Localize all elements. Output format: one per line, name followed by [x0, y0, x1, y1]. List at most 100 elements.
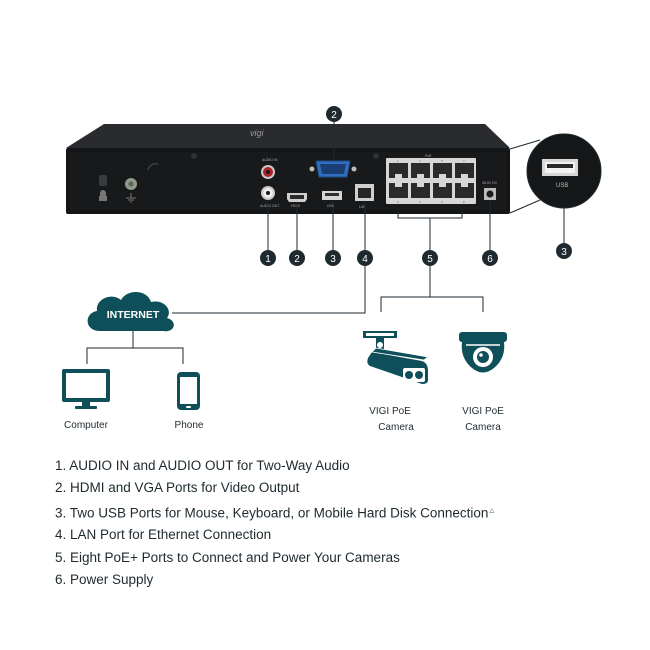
phone-label: Phone — [175, 420, 204, 431]
feature-text: 4. LAN Port for Ethernet Connection — [55, 527, 272, 543]
poe-port-8 — [455, 183, 474, 198]
camera-lens-icon — [405, 371, 413, 379]
hdmi-port-slot — [290, 195, 304, 199]
poe-port-number: 3 — [419, 159, 421, 163]
poe-port-number: 2 — [397, 200, 399, 204]
poe-port-frame — [386, 158, 476, 204]
callout-badge-4 — [357, 250, 373, 266]
poe-port-1 — [389, 163, 408, 178]
vga-screw-left — [309, 166, 315, 172]
callout-badge-2-top — [326, 106, 342, 122]
audio-in-port-hole — [266, 170, 270, 174]
device-brand-logo: vigi — [250, 128, 265, 138]
callout-badge-2 — [289, 250, 305, 266]
poe-port-7 — [455, 163, 474, 178]
callout-badges: 2 1 2 3 4 5 6 3 — [260, 106, 572, 266]
callout-badge-3-zoom — [556, 243, 572, 259]
usb-label: USB — [327, 204, 335, 208]
computer-label: Computer — [64, 420, 109, 431]
nvr-device: vigi AUDIO IN AUDIO OUT HDMI — [66, 124, 510, 214]
callout-badge-6 — [482, 250, 498, 266]
callout-lines — [86, 122, 491, 364]
feature-item: 3. Two USB Ports for Mouse, Keyboard, or… — [55, 500, 494, 525]
feature-item: 1. AUDIO IN and AUDIO OUT for Two-Way Au… — [55, 455, 494, 477]
callout-number: 5 — [427, 254, 433, 265]
screw-icon — [373, 153, 379, 159]
usb-port-tongue — [325, 193, 339, 196]
phone-home-button — [186, 406, 191, 408]
callout-badge-3 — [325, 250, 341, 266]
camera-lens-icon — [477, 351, 489, 363]
poe-port-number: 5 — [441, 159, 443, 163]
poe-port-number: 6 — [441, 200, 443, 204]
camera-lens-highlight — [479, 353, 483, 357]
zoom-leader-bottom — [509, 199, 541, 214]
zoom-usb-label: USB — [556, 183, 568, 189]
callout-number: 2 — [331, 110, 337, 121]
device-top-surface — [66, 124, 510, 148]
hdmi-label: HDMI — [291, 204, 300, 208]
callout-number: 6 — [487, 254, 493, 265]
camera1-label-line2: Camera — [378, 422, 414, 433]
camera2-label-line1: VIGI PoE — [462, 406, 504, 417]
feature-text: 5. Eight PoE+ Ports to Connect and Power… — [55, 549, 400, 565]
zoom-usb-tongue — [547, 164, 573, 168]
callout-number: 4 — [362, 254, 368, 265]
poe-label: PoE — [425, 154, 432, 158]
callout-number: 3 — [561, 247, 567, 258]
ground-screw-center — [128, 181, 134, 187]
feature-text: 3. Two USB Ports for Mouse, Keyboard, or… — [55, 505, 489, 521]
internet-label: INTERNET — [107, 309, 160, 321]
camera-mount-joint — [377, 342, 383, 348]
power-label: 48.0V DC — [482, 181, 498, 185]
feature-text: 6. Power Supply — [55, 571, 154, 587]
zoom-leader-top — [509, 139, 541, 150]
callout-number: 2 — [294, 254, 300, 265]
feature-item: 5. Eight PoE+ Ports to Connect and Power… — [55, 547, 494, 569]
poe-port-3 — [411, 163, 430, 178]
callout-badge-1 — [260, 250, 276, 266]
cloud-icon — [87, 291, 174, 332]
bullet-camera: VIGI PoE Camera — [363, 331, 429, 433]
audio-in-label: AUDIO IN — [262, 158, 278, 162]
feature-item: 6. Power Supply — [55, 569, 494, 591]
computer: Computer — [62, 369, 110, 431]
camera-lens-icon — [415, 371, 423, 379]
vga-port-inner — [320, 164, 346, 174]
monitor-stand — [82, 402, 90, 406]
bullet-camera-hood — [371, 347, 429, 361]
monitor-base — [75, 406, 97, 409]
poe-port-5 — [433, 163, 452, 178]
phone-screen — [180, 377, 197, 404]
callout-badge-5 — [422, 250, 438, 266]
poe-port-number: 8 — [463, 200, 465, 204]
poe-port-block: PoE 1 3 5 7 2 4 6 8 — [386, 154, 476, 204]
feature-list: 1. AUDIO IN and AUDIO OUT for Two-Way Au… — [55, 455, 494, 591]
callout-number: 3 — [330, 254, 336, 265]
dome-camera: VIGI PoE Camera — [459, 332, 507, 433]
phone: Phone — [175, 372, 204, 431]
camera2-label-line2: Camera — [465, 422, 501, 433]
poe-port-2 — [389, 183, 408, 198]
lan-label: LAN — [359, 205, 366, 209]
vga-screw-right — [351, 166, 357, 172]
poe-port-number: 1 — [397, 159, 399, 163]
internet-cloud: INTERNET — [87, 291, 174, 332]
poe-port-number: 7 — [463, 159, 465, 163]
poe-port-number: 4 — [419, 200, 421, 204]
feature-item: 2. HDMI and VGA Ports for Video Output — [55, 477, 494, 499]
monitor-screen — [66, 373, 106, 398]
dome-camera-base — [459, 332, 507, 342]
camera-mount-plate-inner — [366, 333, 394, 336]
audio-out-label: AUDIO OUT — [260, 204, 280, 208]
lan-port-hole — [358, 188, 371, 198]
poe-port-6 — [433, 183, 452, 198]
kensington-lock-slot — [99, 175, 107, 186]
antenna-mark — [147, 162, 159, 171]
callout-number: 1 — [265, 254, 271, 265]
ground-icon — [126, 193, 136, 203]
feature-text: 1. AUDIO IN and AUDIO OUT for Two-Way Au… — [55, 458, 350, 473]
screw-icon — [191, 153, 197, 159]
footnote-mark: △ — [489, 507, 495, 514]
